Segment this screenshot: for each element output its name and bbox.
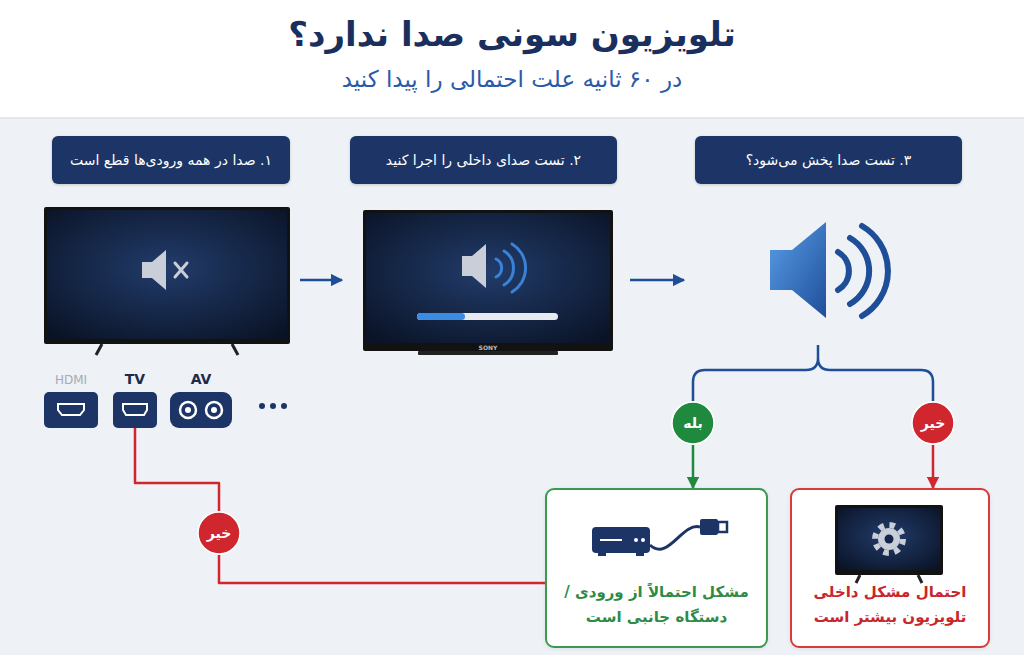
circle-fill	[672, 402, 714, 444]
tv-port-glyph	[123, 404, 147, 415]
step-box: ۲. تست صدای داخلی را اجرا کنید	[350, 136, 617, 184]
flow-arrow	[630, 279, 684, 282]
result-box: مشکل احتمالاً از ورودی / دستگاه جانبی اس…	[545, 488, 768, 648]
set-top-box-icon	[592, 519, 727, 556]
node-text: HDMI	[20, 373, 122, 387]
tv-sound-test	[462, 244, 486, 288]
tv-gear-icon	[835, 505, 943, 575]
hdmi-port-glyph	[58, 404, 84, 415]
av-port-glyph	[180, 402, 196, 418]
tv-muted	[142, 250, 166, 290]
tv-sound-test	[363, 210, 613, 355]
subtitle: در ۶۰ ثانیه علت احتمالی را پیدا کنید	[0, 66, 1024, 92]
av-port-glyph	[211, 407, 217, 413]
speaker-icon	[862, 226, 888, 316]
tv-gear-icon	[918, 575, 922, 583]
circle-fill	[912, 402, 954, 444]
header-band	[0, 117, 1024, 119]
connector	[932, 445, 935, 488]
answer-circle: خیر	[197, 511, 241, 555]
av-port-glyph	[185, 407, 191, 413]
tv-sound-test	[512, 244, 526, 292]
set-top-box-icon	[634, 538, 638, 542]
set-top-box-icon	[650, 527, 700, 550]
set-top-box-icon	[718, 522, 727, 532]
tv-gear-icon	[875, 525, 903, 553]
brand-logo: SONY	[470, 344, 506, 351]
more-dots	[259, 403, 287, 409]
set-top-box-icon	[592, 527, 650, 553]
av-port-glyph	[180, 402, 222, 418]
flow-arrow	[300, 279, 342, 282]
branch-bracket	[693, 345, 933, 401]
set-top-box-icon	[598, 553, 606, 556]
answer-circle: خیر	[911, 401, 955, 445]
connector	[219, 555, 545, 583]
set-top-box-icon	[641, 538, 645, 542]
tv-muted	[44, 207, 290, 344]
node-text: احتمال مشکل داخلی تلویزیون بیشتر است	[800, 580, 980, 630]
answer-circle: بله	[671, 401, 715, 445]
tv-muted	[232, 344, 238, 355]
tv-gear-icon	[835, 505, 943, 583]
node-text: بله	[671, 401, 715, 445]
tv-sound-test	[496, 259, 502, 277]
av-port-glyph	[206, 402, 222, 418]
more-dots	[270, 403, 276, 409]
title: تلویزیون سونی صدا ندارد؟	[0, 14, 1024, 54]
speaker-icon	[770, 222, 826, 318]
node-text: ۱. صدا در همه ورودی‌ها قطع است	[62, 152, 280, 168]
node-text: AV	[146, 371, 256, 387]
tv-gear-icon	[885, 535, 894, 544]
speaker-icon	[850, 238, 869, 304]
node-text: ۲. تست صدای داخلی را اجرا کنید	[378, 152, 589, 168]
result-box: احتمال مشکل داخلی تلویزیون بیشتر است	[790, 488, 990, 648]
tv-sound-test	[417, 313, 465, 320]
node-text: TV	[89, 371, 181, 387]
tv-muted	[47, 210, 287, 339]
tv-port-glyph	[123, 404, 147, 415]
circle-fill	[198, 512, 240, 554]
node-text: ۳. تست صدا پخش می‌شود؟	[738, 152, 920, 168]
hdmi-port-glyph	[58, 404, 84, 415]
tv-gear-icon	[856, 575, 860, 583]
speaker-icon	[770, 222, 888, 318]
header-band	[0, 0, 1024, 118]
tv-sound-test	[504, 251, 513, 285]
tv-muted	[175, 263, 187, 277]
input-port: HDMI	[44, 392, 98, 428]
speaker-icon	[838, 252, 849, 290]
tv-muted	[44, 207, 290, 355]
step-box: ۳. تست صدا پخش می‌شود؟	[695, 136, 962, 184]
tv-muted	[96, 344, 102, 355]
input-port: AV	[170, 392, 232, 428]
more-dots	[281, 403, 287, 409]
input-port: TV	[113, 392, 157, 428]
set-top-box-icon	[600, 539, 622, 541]
tv-sound-test	[366, 213, 610, 343]
branch-bracket	[693, 345, 933, 401]
more-dots	[259, 403, 265, 409]
step-box: ۱. صدا در همه ورودی‌ها قطع است	[52, 136, 290, 184]
set-top-box-icon	[700, 519, 718, 535]
tv-muted	[175, 263, 187, 277]
tv-gear-icon	[838, 508, 940, 570]
node-text: خیر	[197, 511, 241, 555]
tv-sound-test	[417, 313, 558, 320]
tv-sound-test	[418, 351, 558, 355]
connector	[692, 445, 695, 488]
tv-gear-icon	[878, 528, 900, 550]
connector	[135, 428, 219, 511]
node-text: خیر	[911, 401, 955, 445]
node-text: مشکل احتمالاً از ورودی / دستگاه جانبی اس…	[555, 580, 758, 630]
header-band	[0, 0, 1024, 118]
tv-sound-test	[363, 210, 613, 351]
set-top-box-icon	[636, 553, 644, 556]
